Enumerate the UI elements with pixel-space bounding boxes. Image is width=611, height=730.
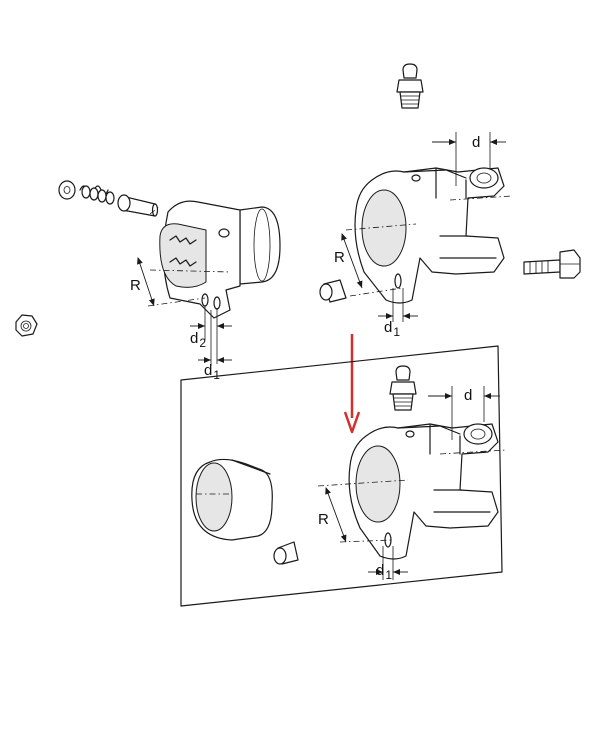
- label-d1-top-left: d1: [204, 362, 220, 382]
- label-d1-bottom: d1: [376, 562, 392, 582]
- nut-part: [15, 314, 38, 337]
- spring-part: [79, 185, 115, 205]
- sleeve-part: [191, 458, 273, 541]
- label-d-bottom: d: [464, 387, 472, 404]
- top-left-hub-assembly: [15, 180, 281, 366]
- grease-nipple-top: [396, 63, 424, 109]
- bushing-bottom: [273, 541, 299, 565]
- washer-part: [58, 180, 76, 200]
- bushing-top: [319, 279, 347, 303]
- grease-nipple-bottom: [389, 365, 417, 411]
- transition-arrow-icon: [343, 334, 361, 434]
- label-R-bottom: R: [318, 511, 329, 528]
- pin-part: [117, 194, 159, 217]
- bolt-part: [523, 249, 581, 279]
- bottom-panel: [180, 345, 507, 607]
- hub-body: [159, 200, 281, 319]
- label-d1-top-right: d1: [384, 319, 400, 339]
- label-R-top-right: R: [334, 249, 345, 266]
- label-R-top-left: R: [130, 277, 141, 294]
- label-d2-top-left: d2: [190, 330, 206, 350]
- label-d-top-right: d: [472, 134, 480, 151]
- top-right-yoke-assembly: [319, 63, 581, 322]
